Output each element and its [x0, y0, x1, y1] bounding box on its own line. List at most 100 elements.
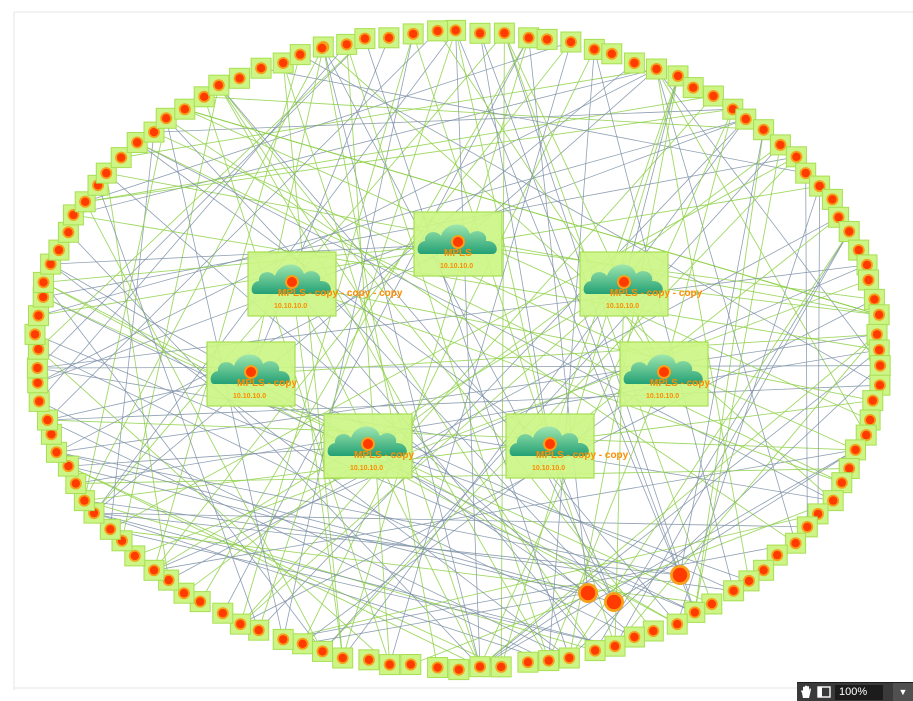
topology-link[interactable]	[218, 84, 654, 632]
topology-link[interactable]	[93, 62, 635, 514]
topology-link[interactable]	[679, 129, 764, 576]
topology-link[interactable]	[568, 231, 850, 659]
topology-link[interactable]	[389, 41, 572, 665]
topology-link[interactable]	[56, 451, 681, 576]
topology-link[interactable]	[168, 216, 839, 581]
router-node-icon[interactable]	[536, 28, 558, 50]
router-node-icon[interactable]	[666, 613, 688, 635]
topology-link[interactable]	[250, 46, 324, 375]
router-node-icon[interactable]	[292, 633, 314, 655]
router-node-icon[interactable]	[795, 162, 817, 184]
topology-link[interactable]	[694, 144, 781, 613]
router-node-icon[interactable]	[469, 656, 491, 678]
router-node-icon[interactable]	[623, 626, 645, 648]
router-node-icon[interactable]	[400, 654, 422, 675]
topology-link[interactable]	[323, 46, 834, 501]
router-node-icon[interactable]	[57, 221, 79, 243]
topology-link[interactable]	[240, 283, 625, 625]
router-node-icon[interactable]	[26, 357, 48, 379]
topology-link[interactable]	[93, 512, 681, 576]
router-node-icon[interactable]	[868, 304, 890, 326]
topology-link[interactable]	[346, 44, 391, 665]
router-node-icon[interactable]	[796, 516, 818, 538]
router-node-icon[interactable]	[601, 43, 623, 65]
topology-link[interactable]	[84, 46, 324, 501]
topology-link[interactable]	[97, 185, 260, 631]
topology-link[interactable]	[110, 156, 797, 530]
topology-link[interactable]	[500, 33, 505, 667]
topology-link[interactable]	[342, 118, 747, 659]
router-node-icon[interactable]	[448, 659, 470, 681]
topology-link[interactable]	[105, 173, 170, 581]
router-node-icon[interactable]	[37, 409, 58, 431]
router-node-icon[interactable]	[684, 601, 706, 623]
topology-link[interactable]	[110, 528, 616, 647]
router-node-icon[interactable]	[785, 146, 807, 168]
router-node-icon[interactable]	[445, 19, 467, 41]
topology-link[interactable]	[93, 512, 808, 528]
hand-pan-icon[interactable]	[797, 683, 815, 701]
topology-link[interactable]	[85, 108, 733, 203]
router-node-icon[interactable]	[250, 57, 272, 79]
overview-window-icon[interactable]	[815, 683, 833, 701]
router-node-icon[interactable]	[809, 175, 831, 197]
topology-link[interactable]	[410, 500, 834, 665]
router-node-icon[interactable]	[518, 27, 540, 49]
topology-link[interactable]	[549, 216, 839, 447]
topology-link[interactable]	[68, 465, 615, 603]
topology-link[interactable]	[322, 46, 481, 667]
topology-link[interactable]	[282, 62, 481, 667]
topology-link[interactable]	[37, 68, 657, 384]
topology-link[interactable]	[68, 232, 481, 667]
topology-link[interactable]	[43, 281, 369, 447]
topology-link[interactable]	[137, 142, 834, 501]
topology-link[interactable]	[250, 37, 390, 375]
router-node-icon[interactable]	[28, 305, 49, 327]
router-node-icon[interactable]	[869, 355, 891, 377]
topology-link[interactable]	[455, 30, 696, 613]
router-node-icon[interactable]	[174, 98, 196, 120]
topology-link[interactable]	[283, 513, 819, 640]
topology-link[interactable]	[322, 46, 615, 603]
router-node-icon[interactable]	[701, 593, 723, 615]
router-node-icon[interactable]	[208, 74, 230, 96]
router-node-icon[interactable]	[735, 108, 757, 130]
router-node-icon[interactable]	[821, 188, 843, 210]
router-node-icon[interactable]	[143, 559, 165, 581]
topology-link[interactable]	[121, 85, 220, 541]
router-node-icon[interactable]	[493, 22, 515, 44]
router-node-icon[interactable]	[583, 38, 605, 60]
router-node-icon[interactable]	[623, 52, 645, 74]
topology-link[interactable]	[594, 231, 850, 651]
topology-link[interactable]	[153, 131, 856, 451]
topology-link[interactable]	[663, 109, 734, 375]
topology-link[interactable]	[455, 30, 551, 447]
router-node-icon[interactable]	[289, 44, 311, 66]
topology-link[interactable]	[479, 33, 551, 447]
topology-link[interactable]	[479, 349, 880, 668]
topology-link[interactable]	[291, 283, 873, 402]
router-node-icon[interactable]	[831, 472, 853, 494]
topology-link[interactable]	[75, 349, 880, 484]
router-node-icon[interactable]	[336, 33, 358, 55]
topology-link[interactable]	[47, 419, 856, 451]
topology-link[interactable]	[106, 172, 635, 638]
topology-link[interactable]	[291, 283, 842, 484]
router-node-icon[interactable]	[155, 107, 177, 129]
topology-link[interactable]	[56, 451, 589, 594]
router-node-icon[interactable]	[469, 22, 491, 44]
router-node-icon[interactable]	[212, 602, 234, 624]
topology-link[interactable]	[68, 465, 502, 668]
router-node-icon[interactable]	[33, 271, 54, 293]
router-node-icon[interactable]	[604, 635, 626, 657]
topology-link[interactable]	[817, 186, 820, 514]
topology-link[interactable]	[73, 214, 880, 351]
topology-link[interactable]	[38, 348, 391, 665]
topology-link[interactable]	[322, 46, 439, 668]
router-node-icon[interactable]	[769, 134, 791, 156]
topology-link[interactable]	[250, 373, 734, 592]
topology-link[interactable]	[153, 449, 856, 571]
